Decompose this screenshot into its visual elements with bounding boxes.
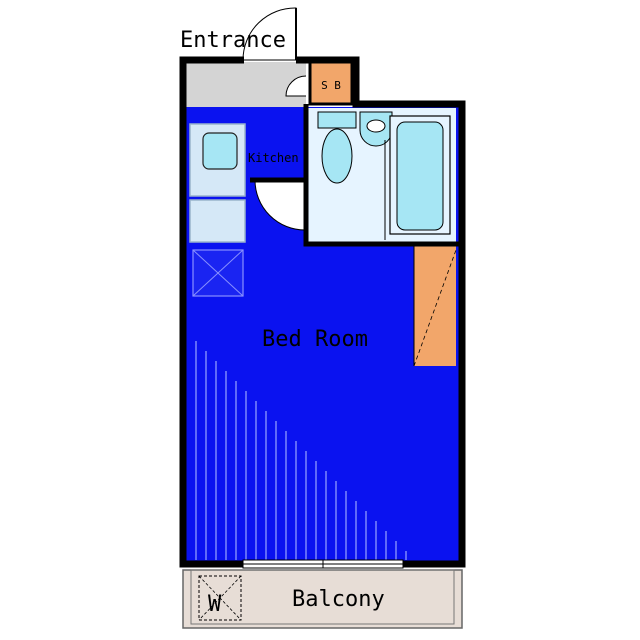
entrance-label: Entrance	[180, 28, 286, 53]
entrance-door	[242, 7, 297, 61]
walls	[179, 56, 466, 568]
bathroom	[308, 108, 456, 242]
toilet-bowl	[321, 128, 353, 184]
washer-label: W	[208, 592, 222, 617]
toilet-tank	[317, 111, 357, 129]
closet	[413, 246, 457, 367]
entrance-hall	[186, 62, 306, 107]
sb-label: S B	[321, 79, 341, 92]
balcony	[182, 569, 463, 629]
bedroom-label: Bed Room	[262, 327, 368, 352]
bathroom-walls	[303, 104, 460, 247]
balcony-window	[242, 559, 404, 569]
kitchen-label: Kitchen	[248, 151, 299, 165]
floor-hatching	[195, 341, 407, 560]
kitchen-area	[189, 123, 246, 297]
sb-door	[285, 75, 307, 97]
kitchen-sink	[202, 132, 238, 170]
washer-space	[198, 575, 242, 621]
balcony-label: Balcony	[292, 587, 385, 612]
